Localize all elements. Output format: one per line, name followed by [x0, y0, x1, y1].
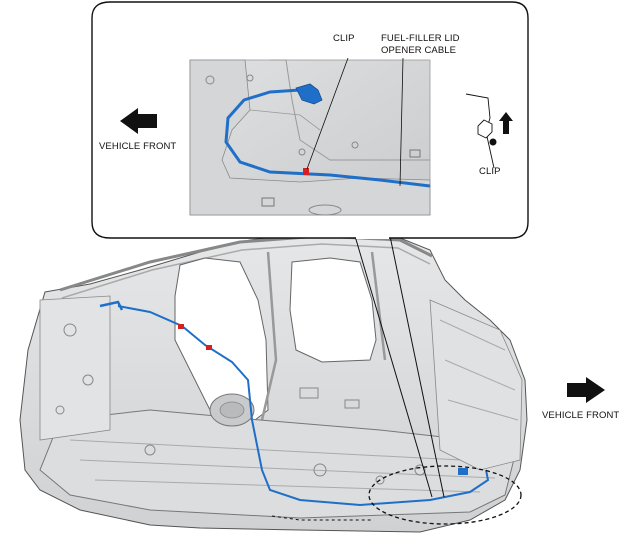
main-vehicle-front-label: VEHICLE FRONT — [542, 410, 620, 421]
clip-marker-2 — [206, 345, 212, 350]
cable-connector-icon — [295, 83, 323, 105]
callout-leader — [354, 235, 445, 498]
clip-detail — [465, 93, 513, 169]
arrow-right-icon — [567, 377, 605, 403]
detail-highlight — [271, 465, 522, 525]
cable-label-line1: FUEL-FILLER LID — [381, 33, 460, 44]
cable-label-line2: OPENER CABLE — [381, 45, 457, 56]
clip-label: CLIP — [333, 33, 355, 44]
clip-detail-label: CLIP — [479, 166, 501, 177]
cable-end-connector — [458, 468, 468, 475]
fuel-filler-cable-main — [99, 300, 490, 507]
arrow-left-icon — [120, 108, 157, 134]
inset-detail-image — [189, 57, 431, 216]
callout-vehicle-front-label: VEHICLE FRONT — [99, 141, 177, 152]
clip-marker-1 — [178, 324, 184, 329]
inset-clip-marker — [303, 168, 309, 175]
vehicle-body-shell — [19, 231, 528, 533]
arrow-up-icon — [499, 112, 513, 121]
